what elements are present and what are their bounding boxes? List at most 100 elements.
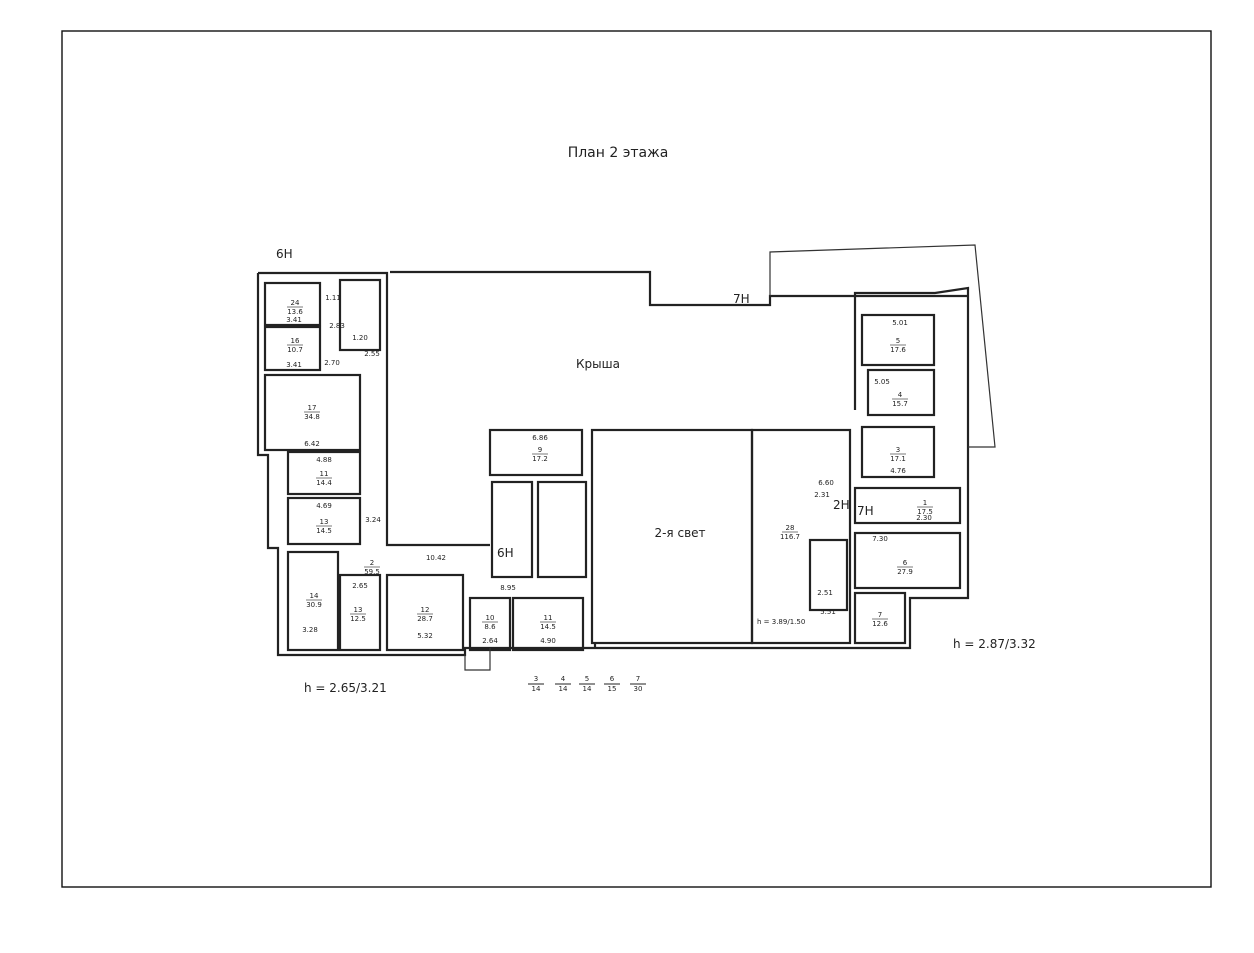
dimension-label: 5.32: [417, 632, 433, 640]
dimension-label: 2.70: [324, 359, 340, 367]
room-number: 2: [370, 559, 374, 567]
room-label: 317.1: [890, 446, 906, 463]
room-label: 917.2: [532, 446, 548, 463]
fraction: 730: [630, 675, 646, 693]
room-area: 12.5: [350, 615, 366, 623]
room-number: 4: [898, 391, 903, 399]
sheet-frame: [61, 30, 1212, 888]
fraction: 514: [579, 675, 595, 693]
room-number: 16: [291, 337, 300, 345]
room-area: 14.5: [540, 623, 556, 631]
fraction: 314: [528, 675, 544, 693]
room-number: 12: [421, 606, 430, 614]
walls: [256, 244, 996, 671]
room-area: 27.9: [897, 568, 913, 576]
double-height-label: 2-я свет: [654, 526, 705, 540]
dimension-label: 2.64: [482, 637, 498, 645]
room-label: 517.6: [890, 337, 906, 354]
room-area: 34.8: [304, 413, 320, 421]
room-13a: [286, 496, 362, 546]
room-9: [488, 428, 584, 477]
dimension-label: 6.86: [532, 434, 548, 442]
svg-text:14: 14: [532, 685, 541, 693]
room-label: 712.6: [872, 611, 888, 628]
svg-text:14: 14: [559, 685, 568, 693]
room-area: 12.6: [872, 620, 888, 628]
room-area: 8.6: [484, 623, 496, 631]
shaft: [808, 538, 849, 612]
dimension-label: 4.90: [540, 637, 556, 645]
legend-fractions: 314 414 514 615 730: [528, 675, 646, 693]
dimension-label: 4.76: [890, 467, 906, 475]
dimension-label: 3.41: [286, 316, 302, 324]
stair-label: 7Н: [857, 504, 874, 518]
plan-title: План 2 этажа: [568, 145, 669, 161]
svg-text:7: 7: [636, 675, 640, 683]
room-area: 30.9: [306, 601, 322, 609]
room-number: 28: [786, 524, 795, 532]
room-7: [853, 591, 907, 645]
room-area: 14.4: [316, 479, 332, 487]
stair-label: 7Н: [733, 292, 750, 306]
dimension-label: 10.42: [426, 554, 446, 562]
fraction: 414: [555, 675, 571, 693]
room-number: 6: [903, 559, 908, 567]
room-number: 7: [878, 611, 882, 619]
dimension-label: 4.88: [316, 456, 332, 464]
room-6: [853, 531, 962, 590]
dimension-label: 2.65: [352, 582, 368, 590]
room-number: 17: [308, 404, 317, 412]
fraction: 615: [604, 675, 620, 693]
dimension-label: 5.05: [874, 378, 890, 386]
room-12: [385, 573, 465, 652]
svg-text:14: 14: [583, 685, 592, 693]
room-label: 117.5: [917, 499, 933, 516]
room-13b: [338, 573, 382, 652]
room-11b: [511, 596, 585, 652]
room-17: [263, 373, 362, 452]
room-area: 17.2: [532, 455, 548, 463]
height-right: h = 2.87/3.32: [953, 637, 1036, 651]
room-label: 259.5: [364, 559, 380, 576]
room-area: 15.7: [892, 400, 908, 408]
room-label: 627.9: [897, 559, 913, 576]
room-16: [263, 325, 322, 372]
dimension-label: 5.01: [892, 319, 908, 327]
dimension-labels: 3.41 3.41 6.42 4.88 4.69 10.42 2.65 5.32 2.64 4.9…: [286, 294, 932, 645]
dimension-label: 2.30: [916, 514, 932, 522]
dimension-label: 5.51: [820, 608, 836, 616]
room-number: 11: [320, 470, 329, 478]
room-24: [263, 281, 322, 327]
dimension-label: 6.42: [304, 440, 320, 448]
room-area: 17.1: [890, 455, 906, 463]
room-4: [866, 368, 936, 417]
dimension-label: 2.31: [814, 491, 830, 499]
svg-text:30: 30: [634, 685, 643, 693]
room-1-stair-7n: [853, 486, 962, 525]
room-area: 17.5: [917, 508, 933, 516]
svg-text:15: 15: [608, 685, 617, 693]
height-left: h = 2.65/3.21: [304, 681, 387, 695]
svg-text:5: 5: [585, 675, 589, 683]
dimension-label: 4.69: [316, 502, 332, 510]
room-number: 13: [320, 518, 329, 526]
dimension-label: 6.60: [818, 479, 834, 487]
room-number: 13: [354, 606, 363, 614]
dimension-label: 3.41: [286, 361, 302, 369]
stair-label: 2Н: [833, 498, 850, 512]
room-14: [286, 550, 340, 652]
dimension-label: 8.95: [500, 584, 516, 592]
room-number: 24: [291, 299, 300, 307]
room-area: 14.5: [316, 527, 332, 535]
room-area: 10.7: [287, 346, 303, 354]
room-labels: 2413.61610.71734.81114.41314.51430.91312…: [287, 299, 933, 631]
room-11: [286, 450, 362, 496]
